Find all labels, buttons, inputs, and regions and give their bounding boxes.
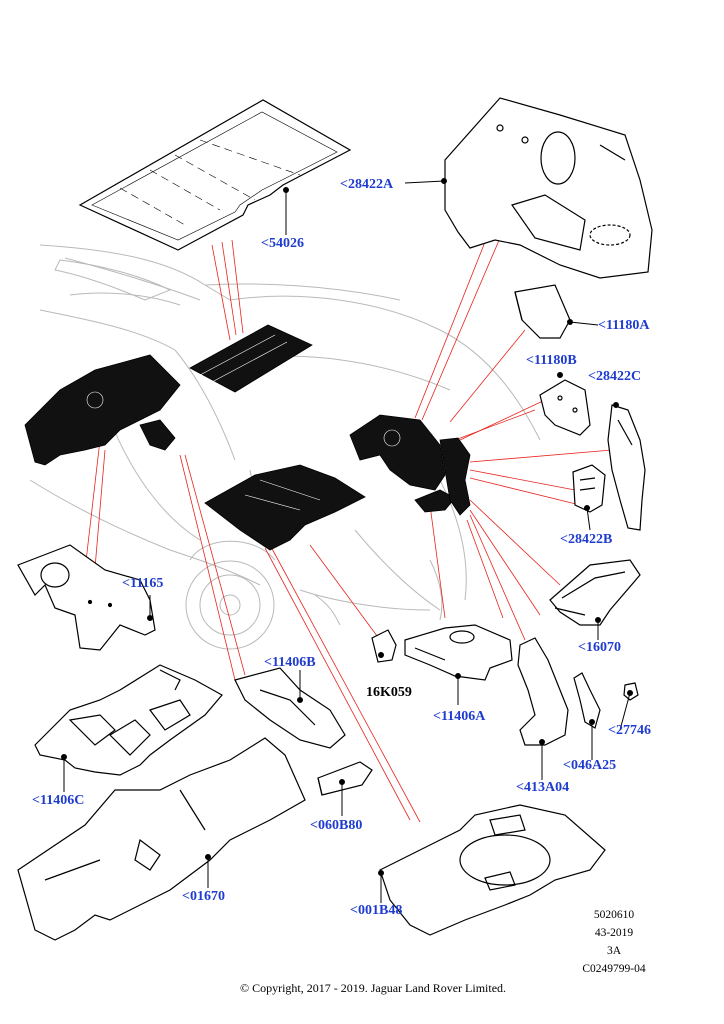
installed-mats xyxy=(24,324,471,551)
label-11180b[interactable]: <11180B xyxy=(526,353,577,368)
part-11180b-bracket[interactable] xyxy=(539,379,591,436)
label-413a04[interactable]: <413A04 xyxy=(516,780,570,795)
part-11406b-mat[interactable] xyxy=(234,667,346,749)
part-060b80-block[interactable] xyxy=(317,761,373,796)
part-16k059-plate[interactable] xyxy=(371,629,397,663)
ref-code-1: 5020610 xyxy=(593,909,635,921)
part-11165-carpet[interactable] xyxy=(17,544,156,651)
label-060b80[interactable]: <060B80 xyxy=(310,818,363,833)
label-28422b[interactable]: <28422B xyxy=(560,532,613,547)
part-11180a-pad[interactable] xyxy=(514,284,571,339)
part-54026-panel[interactable] xyxy=(78,99,352,251)
part-413a04-trim[interactable] xyxy=(517,637,569,746)
label-11406b[interactable]: <11406B xyxy=(264,655,316,670)
label-11406a[interactable]: <11406A xyxy=(433,709,486,724)
mat-details xyxy=(86,334,401,511)
label-16k059[interactable]: 16K059 xyxy=(366,685,412,700)
label-001b48[interactable]: <001B48 xyxy=(350,903,403,918)
label-54026[interactable]: <54026 xyxy=(261,236,304,251)
part-01670-carpet[interactable] xyxy=(17,737,306,941)
label-28422c[interactable]: <28422C xyxy=(588,369,642,384)
part-11406c-mat[interactable] xyxy=(34,664,223,776)
ref-code-3: 3A xyxy=(606,945,622,957)
label-11180a[interactable]: <11180A xyxy=(598,318,650,333)
leader-lines xyxy=(84,237,613,823)
label-28422a[interactable]: <28422A xyxy=(340,177,394,192)
label-046a25[interactable]: <046A25 xyxy=(563,758,617,773)
part-11406a-mat[interactable] xyxy=(404,624,513,681)
part-28422b-trim[interactable] xyxy=(572,464,606,513)
label-11406c[interactable]: <11406C xyxy=(32,793,85,808)
callout-dots xyxy=(61,178,633,903)
ref-code-4: C0249799-04 xyxy=(582,963,646,975)
part-16070-tray[interactable] xyxy=(549,559,641,626)
label-11165[interactable]: <11165 xyxy=(122,576,164,591)
label-27746[interactable]: <27746 xyxy=(608,723,651,738)
part-28422c-trim[interactable] xyxy=(607,404,646,531)
label-01670[interactable]: <01670 xyxy=(182,889,225,904)
ref-code-2: 43-2019 xyxy=(594,927,634,939)
part-001b48-floor[interactable] xyxy=(379,804,606,936)
copyright-notice: © Copyright, 2017 - 2019. Jaguar Land Ro… xyxy=(239,981,507,995)
part-28422a-trim[interactable] xyxy=(444,97,653,279)
label-16070[interactable]: <16070 xyxy=(578,640,621,655)
part-046a25-bracket[interactable] xyxy=(573,672,601,729)
